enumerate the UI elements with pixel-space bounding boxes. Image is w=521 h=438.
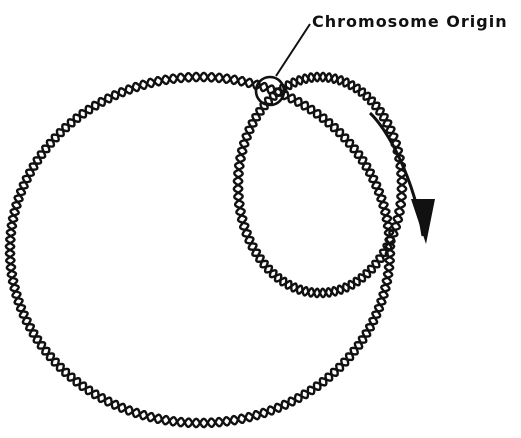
chromosome-origin-label: Chromosome Origin [312,12,508,31]
origin-leader-line [276,24,310,76]
parental-chromosome-loop [6,73,394,427]
dna-strand-1 [6,73,394,427]
arrow-head-icon [411,199,435,244]
dna-strand-2 [6,73,394,427]
